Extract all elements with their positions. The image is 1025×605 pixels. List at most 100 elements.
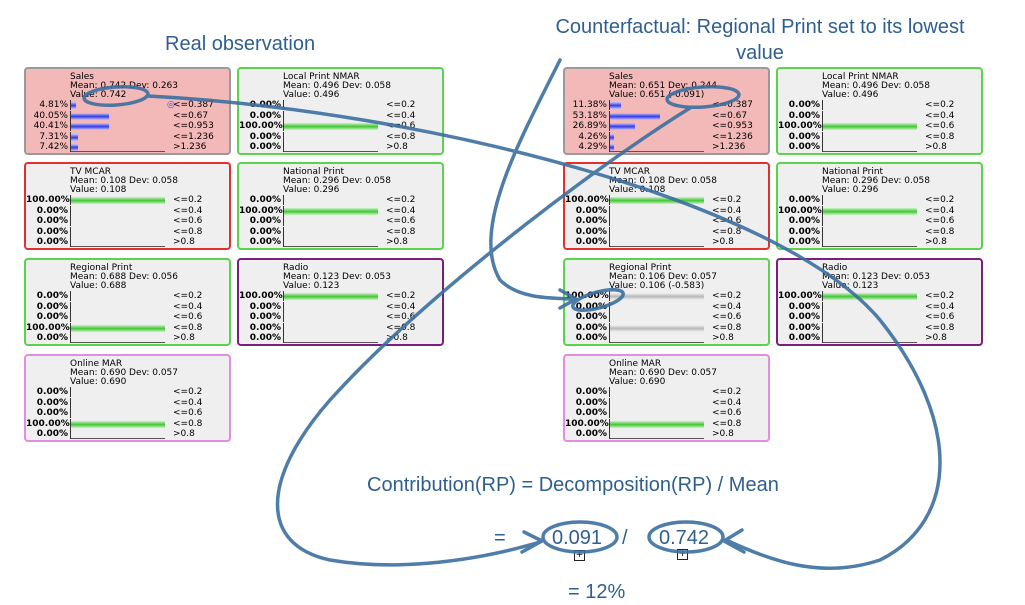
node-state-row[interactable]: 0.00% >0.8 bbox=[565, 429, 768, 439]
node-state-row[interactable]: 0.00%<=0.6 bbox=[239, 216, 442, 226]
node-state-row[interactable]: 0.00%<=0.8 bbox=[239, 322, 442, 333]
expand-denominator-button[interactable]: + bbox=[677, 549, 688, 560]
node-state-row[interactable]: 0.00%>0.8 bbox=[239, 237, 442, 247]
state-threshold: <=0.8 bbox=[712, 226, 742, 237]
node-state-row[interactable]: 0.00%<=0.8 bbox=[778, 226, 981, 237]
state-threshold: <=0.387 bbox=[712, 100, 753, 110]
state-threshold: <=0.6 bbox=[386, 216, 416, 226]
node-state-row[interactable]: 40.05%<=0.67 bbox=[26, 110, 229, 121]
state-axis bbox=[70, 397, 71, 408]
node-state-row[interactable]: 100.00%<=0.2 bbox=[565, 195, 768, 205]
node-state-row[interactable]: 0.00%<=0.4 bbox=[565, 205, 768, 216]
node-state-row[interactable]: 7.31%<=1.236 bbox=[26, 131, 229, 142]
node-state-row[interactable]: 0.00%<=0.8 bbox=[239, 226, 442, 237]
node-state-row[interactable]: 26.89%<=0.953 bbox=[565, 121, 768, 131]
node-state-row[interactable]: 0.00%<=0.8 bbox=[778, 131, 981, 142]
node-state-row[interactable]: 100.00%<=0.6 bbox=[239, 121, 442, 131]
node-state-row[interactable]: 100.00%<=0.6 bbox=[778, 121, 981, 131]
node-state-row[interactable]: 0.00%>0.8 bbox=[778, 333, 981, 343]
node-state-row[interactable]: 0.00%<=0.8 bbox=[565, 226, 768, 237]
node-state-row[interactable]: 0.00%<=0.6 bbox=[778, 216, 981, 226]
node-state-row[interactable]: 0.00%<=0.8 bbox=[239, 131, 442, 142]
state-probability: 0.00% bbox=[249, 237, 281, 247]
node-state-row[interactable]: 0.00%<=0.4 bbox=[778, 301, 981, 312]
node-state-row[interactable]: 0.00%>0.8 bbox=[26, 333, 229, 343]
node-state-row[interactable]: 100.00%<=0.4 bbox=[778, 205, 981, 216]
node-state-row[interactable]: 0.00%<=0.6 bbox=[565, 216, 768, 226]
node-state-row[interactable]: 100.00%<=0.2 bbox=[565, 291, 768, 301]
node-state-row[interactable]: 0.00%<=0.6 bbox=[26, 408, 229, 418]
node-state-row[interactable]: 0.00%<=0.6 bbox=[565, 408, 768, 418]
node-state-row[interactable]: 0.00%<=0.2 bbox=[239, 195, 442, 205]
node-state-row[interactable]: 0.00%<=0.2 bbox=[26, 387, 229, 397]
node-state-row[interactable]: 0.00%<=0.4 bbox=[239, 110, 442, 121]
node-state-row[interactable]: 11.38%<=0.387 bbox=[565, 100, 768, 110]
state-threshold: <=0.6 bbox=[173, 216, 203, 226]
state-threshold: >0.8 bbox=[712, 429, 734, 439]
node-state-row[interactable]: 0.00%<=0.8 bbox=[26, 226, 229, 237]
node-state-row[interactable]: 100.00%<=0.2 bbox=[239, 291, 442, 301]
state-bar bbox=[71, 112, 109, 120]
node-state-row[interactable]: 0.00%<=0.4 bbox=[239, 301, 442, 312]
node-state-row[interactable]: 0.00%>0.8 bbox=[565, 333, 768, 343]
node-state-row[interactable]: 0.00%<=0.2 bbox=[778, 100, 981, 110]
state-threshold: <=0.8 bbox=[712, 418, 742, 429]
node-state-row[interactable]: 0.00%>0.8 bbox=[239, 333, 442, 343]
state-probability: 0.00% bbox=[575, 429, 607, 439]
node-state-row[interactable]: 0.00%<=0.2 bbox=[239, 100, 442, 110]
node-state-row[interactable]: 0.00%>0.8 bbox=[778, 142, 981, 152]
node-state-row[interactable]: 0.00%<=0.6 bbox=[239, 312, 442, 322]
node-state-row[interactable]: 100.00%<=0.4 bbox=[239, 205, 442, 216]
state-axis bbox=[283, 216, 284, 226]
node-state-row[interactable]: 0.00%<=0.4 bbox=[26, 397, 229, 408]
node-state-row[interactable]: 0.00%>0.8 bbox=[565, 237, 768, 247]
expand-numerator-button[interactable]: + bbox=[574, 550, 585, 561]
node-state-row[interactable]: 40.41%<=0.953 bbox=[26, 121, 229, 131]
state-threshold: <=0.8 bbox=[925, 131, 955, 142]
node-state-row[interactable]: 0.00%<=0.4 bbox=[565, 397, 768, 408]
node-state-row[interactable]: 7.42%>1.236 bbox=[26, 142, 229, 152]
node-state-row[interactable]: 0.00%<=0.4 bbox=[26, 205, 229, 216]
node-state-row[interactable]: 0.00%<=0.4 bbox=[565, 301, 768, 312]
node-state-row[interactable]: 0.00%>0.8 bbox=[239, 142, 442, 152]
node-state-row[interactable]: 0.00%<=0.6 bbox=[565, 312, 768, 322]
node-state-row[interactable]: 0.00%>0.8 bbox=[26, 429, 229, 439]
node-state-row[interactable]: 0.00%<=0.6 bbox=[778, 312, 981, 322]
node-state-row[interactable]: 100.00%<=0.8 bbox=[26, 322, 229, 333]
node-state-row[interactable]: 4.81%◎<=0.387 bbox=[26, 100, 229, 110]
node-state-row[interactable]: 0.00%<=0.2 bbox=[778, 195, 981, 205]
node-state-row[interactable]: 100.00%<=0.2 bbox=[26, 195, 229, 205]
node-state-row[interactable]: 0.00%<=0.6 bbox=[26, 216, 229, 226]
node-state-row[interactable]: 53.18%<=0.67 bbox=[565, 110, 768, 121]
node-state-row[interactable]: 0.00%<=0.4 bbox=[778, 110, 981, 121]
state-threshold: <=0.6 bbox=[173, 312, 203, 322]
node-state-row[interactable]: 0.00%<=0.2 bbox=[565, 387, 768, 397]
formula-contribution: Contribution(RP) = Decomposition(RP) / M… bbox=[367, 474, 779, 496]
node-state-row[interactable]: 100.00%<=0.2 bbox=[778, 291, 981, 301]
node-state-row[interactable]: 0.00%>0.8 bbox=[778, 237, 981, 247]
node-state-row[interactable]: 0.00%<=0.8 bbox=[565, 322, 768, 333]
node-state-row[interactable]: 4.29%>1.236 bbox=[565, 142, 768, 152]
node-state-row[interactable]: 0.00%>0.8 bbox=[26, 237, 229, 247]
node-state-row[interactable]: 0.00%<=0.2 bbox=[26, 291, 229, 301]
node-state-row[interactable]: 100.00%<=0.8 bbox=[26, 418, 229, 429]
node-state-row[interactable]: 4.26%<=1.236 bbox=[565, 131, 768, 142]
node-state-row[interactable]: 0.00%<=0.6 bbox=[26, 312, 229, 322]
node-state-row[interactable]: 0.00%<=0.8 bbox=[778, 322, 981, 333]
node-state-row[interactable]: 0.00%<=0.4 bbox=[26, 301, 229, 312]
node-state-row[interactable]: 100.00%<=0.8 bbox=[565, 418, 768, 429]
